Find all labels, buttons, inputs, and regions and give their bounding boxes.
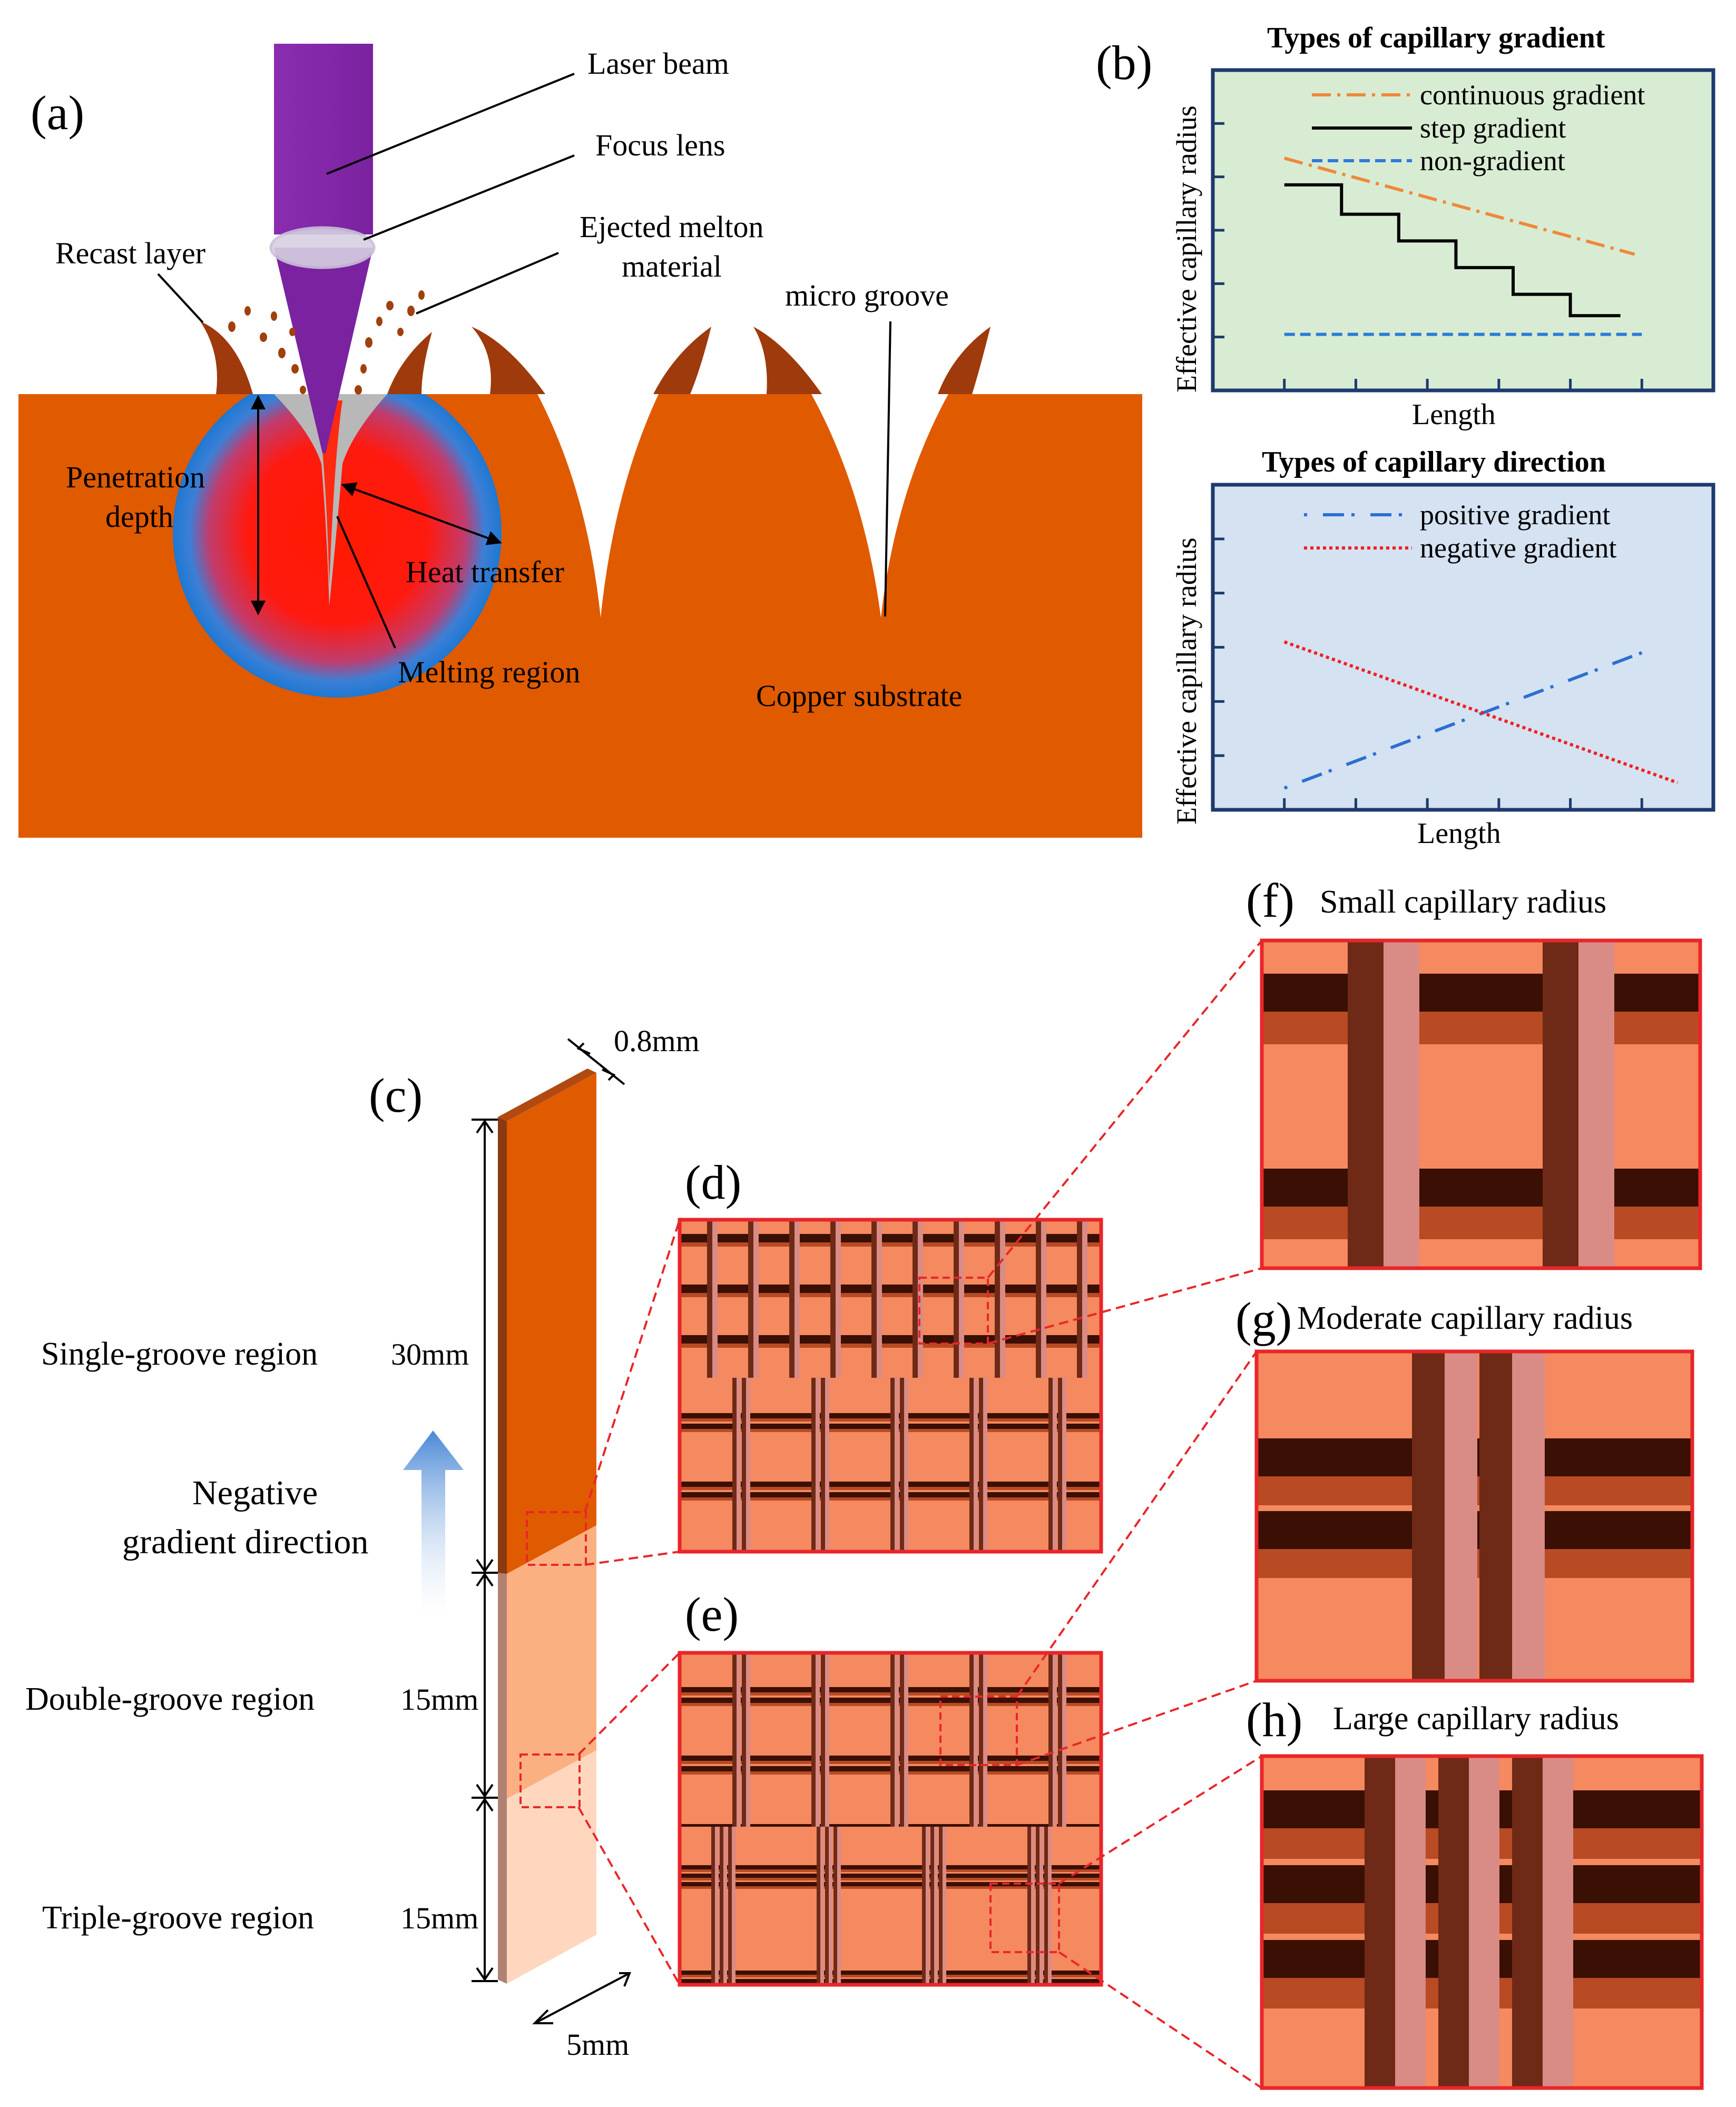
bar-single-region bbox=[507, 1073, 596, 1574]
panel-b-label: (b) bbox=[1096, 36, 1152, 90]
inset-d-top bbox=[680, 1220, 1101, 1378]
width-label: 5mm bbox=[566, 2027, 629, 2062]
chart1-ylabel: Effective capillary radius bbox=[1171, 105, 1202, 393]
series-step-gradient bbox=[1284, 183, 1621, 318]
ejected-droplets bbox=[228, 290, 425, 395]
chart2-xlabel: Length bbox=[1417, 817, 1501, 850]
panel-f-label: (f) bbox=[1246, 874, 1294, 927]
laser-beam bbox=[274, 44, 373, 234]
melting-region-label: Melting region bbox=[398, 655, 580, 689]
panel-a: (a) bbox=[18, 44, 1142, 838]
chart1-series bbox=[1283, 156, 1642, 336]
focus-lens bbox=[269, 226, 376, 269]
panel-f: (f) Small capillary radius bbox=[1246, 874, 1702, 1270]
panel-a-label: (a) bbox=[31, 86, 84, 140]
series-negative-gradient bbox=[1283, 640, 1679, 785]
legend-step-gradient: step gradient bbox=[1420, 112, 1566, 144]
groove-2 bbox=[811, 394, 948, 618]
panel-b: (b) Types of capillary gradient continuo… bbox=[1096, 22, 1715, 850]
laser-cone bbox=[274, 248, 373, 453]
ejected-label-line2: material bbox=[622, 249, 722, 283]
bar-top bbox=[498, 1069, 596, 1121]
legend-non-gradient: non-gradient bbox=[1420, 145, 1565, 177]
legend-continuous-gradient: continuous gradient bbox=[1420, 79, 1645, 111]
panel-h-label: (h) bbox=[1246, 1693, 1302, 1747]
legend-negative-gradient: negative gradient bbox=[1420, 532, 1616, 564]
chart2-ticks bbox=[1213, 537, 1643, 810]
chart1-legend: continuous gradient step gradient non-gr… bbox=[1312, 79, 1645, 177]
arrow-label-line1: Negative bbox=[192, 1474, 318, 1512]
gradient-arrow bbox=[403, 1430, 464, 1618]
leader-lines bbox=[157, 73, 891, 649]
focus-lens-label: Focus lens bbox=[595, 128, 725, 162]
recast-layers bbox=[200, 321, 990, 394]
laser-beam-label: Laser beam bbox=[587, 46, 729, 81]
caption-f: Small capillary radius bbox=[1320, 884, 1606, 920]
panel-c-label: (c) bbox=[369, 1069, 423, 1122]
inset-e-bottom bbox=[680, 1827, 1101, 1985]
inset-g bbox=[1254, 1349, 1694, 1683]
connector-lines bbox=[577, 939, 1263, 2089]
bar-triple-region bbox=[507, 1750, 596, 1984]
inset-d-frame bbox=[678, 1218, 1103, 1554]
inset-e-frame bbox=[678, 1651, 1103, 1987]
ejected-label-line1: Ejected melton bbox=[580, 210, 763, 244]
chart1-xlabel: Length bbox=[1412, 398, 1496, 431]
bar-double-region bbox=[507, 1525, 596, 1799]
triple-length: 15mm bbox=[400, 1901, 478, 1935]
chart1-ticks bbox=[1213, 122, 1643, 390]
copper-substrate-label: Copper substrate bbox=[756, 679, 962, 713]
inset-d-select bbox=[918, 1277, 989, 1345]
panel-e: (e) bbox=[678, 1587, 1103, 1987]
single-region-label: Single-groove region bbox=[41, 1336, 318, 1372]
micro-groove-label: micro groove bbox=[785, 278, 949, 312]
penetration-label-line1: Penetration bbox=[66, 460, 205, 494]
inset-f bbox=[1260, 938, 1702, 1270]
recast-layer-label: Recast layer bbox=[55, 236, 205, 270]
inset-e-select-g bbox=[939, 1696, 1018, 1766]
chart2-series bbox=[1283, 640, 1679, 790]
heat-transfer-label: Heat transfer bbox=[406, 555, 564, 589]
groove-1 bbox=[537, 394, 659, 618]
double-length: 15mm bbox=[400, 1682, 478, 1717]
arrow-label-line2: gradient direction bbox=[122, 1523, 368, 1561]
dimension-lines bbox=[472, 1038, 631, 2024]
inset-d-bottom bbox=[680, 1378, 1101, 1552]
bar-select-e bbox=[519, 1753, 581, 1808]
inset-h bbox=[1260, 1754, 1704, 2090]
chart2-title: Types of capillary direction bbox=[1262, 446, 1606, 478]
thickness-label: 0.8mm bbox=[614, 1024, 700, 1058]
double-region-label: Double-groove region bbox=[25, 1681, 315, 1717]
panel-d: (d) bbox=[678, 1155, 1103, 1554]
penetration-label-line2: depth bbox=[105, 499, 173, 534]
panel-h: (h) Large capillary radius bbox=[1246, 1693, 1704, 2090]
bar-select-d bbox=[526, 1511, 587, 1566]
panel-e-label: (e) bbox=[685, 1587, 739, 1641]
panel-g: (g) Moderate capillary radius bbox=[1235, 1292, 1694, 1683]
single-length: 30mm bbox=[391, 1337, 469, 1371]
bar-side-lower bbox=[498, 1573, 507, 1984]
panel-c: (c) bbox=[25, 1024, 700, 2062]
chart2-legend: positive gradient negative gradient bbox=[1304, 499, 1616, 564]
legend-positive-gradient: positive gradient bbox=[1420, 499, 1610, 531]
triple-region-label: Triple-groove region bbox=[42, 1900, 314, 1936]
series-positive-gradient bbox=[1283, 651, 1643, 790]
panel-d-label: (d) bbox=[685, 1155, 741, 1209]
chart2-ylabel: Effective capillary radius bbox=[1171, 537, 1202, 825]
panel-g-label: (g) bbox=[1235, 1292, 1292, 1346]
chart1-plot-area bbox=[1211, 68, 1715, 393]
series-continuous-gradient bbox=[1283, 156, 1635, 256]
inset-e-top bbox=[680, 1653, 1101, 1827]
caption-g: Moderate capillary radius bbox=[1297, 1300, 1633, 1336]
chart1-title: Types of capillary gradient bbox=[1267, 22, 1605, 54]
caption-h: Large capillary radius bbox=[1333, 1701, 1619, 1737]
